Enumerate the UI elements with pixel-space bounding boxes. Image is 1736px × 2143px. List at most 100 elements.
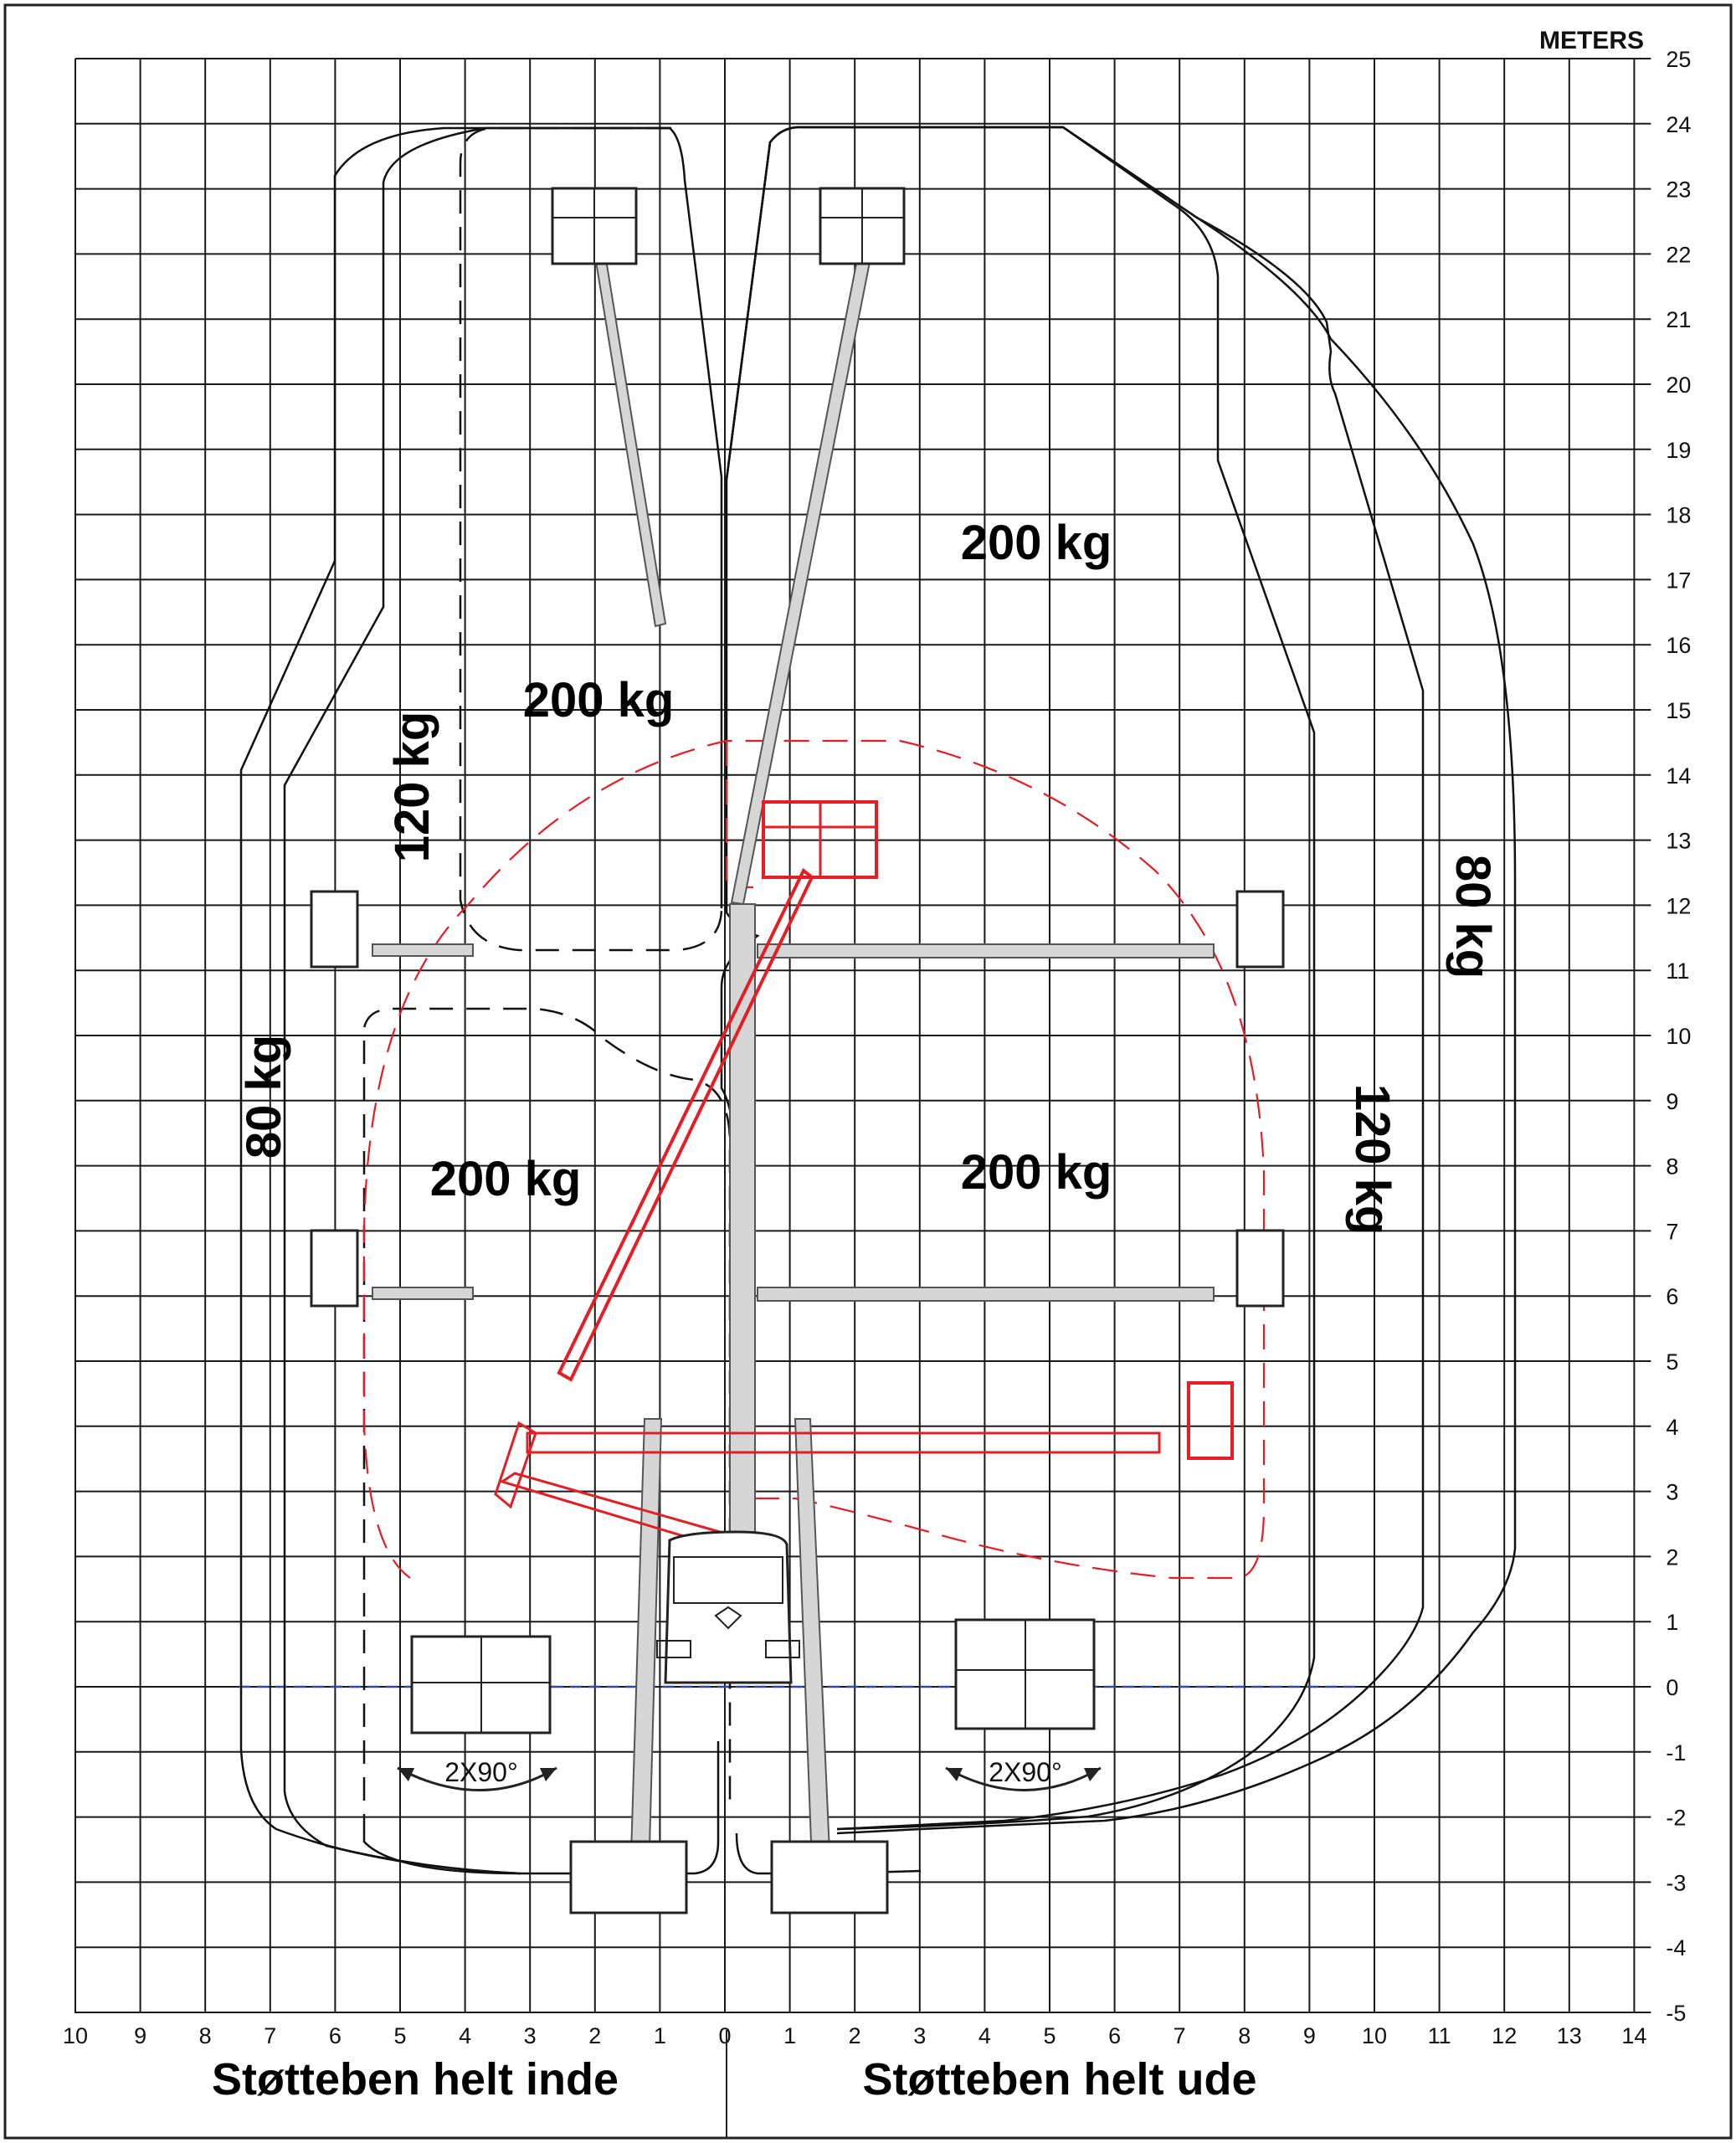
x-tick-label: 1 <box>783 2023 796 2048</box>
boom-horizontal-left-11m <box>372 943 474 957</box>
y-tick-label: 21 <box>1666 307 1691 332</box>
envelope-right-base <box>735 1832 922 1875</box>
grid <box>74 58 1651 2013</box>
rotation-arrow-right-icon <box>945 1766 1102 1791</box>
rotation-label-left: 2X90° <box>444 1757 518 1787</box>
arrowhead-right-a <box>946 1768 963 1781</box>
x-tick-label: 14 <box>1621 2023 1646 2048</box>
basket-right-6m <box>1235 1229 1285 1308</box>
outrigger-left <box>628 1418 663 1909</box>
boom-top-left <box>594 258 667 628</box>
x-tick-label: 10 <box>1362 2023 1387 2048</box>
red-basket-right <box>1187 1381 1234 1460</box>
envelope-left-200kg-upper-edge <box>669 127 723 908</box>
load-label-right-lower: 200 kg <box>961 1145 1112 1200</box>
baskets <box>310 187 1285 1914</box>
x-tick-label: 12 <box>1492 2023 1517 2048</box>
y-tick-label: 14 <box>1666 763 1691 789</box>
x-tick-label: 11 <box>1428 2023 1451 2048</box>
envelope-right-80kg <box>725 126 1517 1835</box>
x-tick-label: 9 <box>1303 2023 1316 2048</box>
y-tick-label: 15 <box>1666 698 1691 723</box>
x-tick-label: 0 <box>718 2023 731 2048</box>
basket-right-11m <box>1235 890 1285 969</box>
y-tick-label: 19 <box>1666 438 1691 463</box>
x-tick-label: 4 <box>978 2023 991 2048</box>
x-tick-label: 3 <box>913 2023 926 2048</box>
envelope-left-200kg-lower <box>362 1007 732 1837</box>
y-tick-label: 0 <box>1666 1675 1678 1700</box>
y-tick-label: 22 <box>1666 242 1691 267</box>
y-tick-label: -1 <box>1666 1740 1686 1765</box>
boom-horizontal-11m <box>757 943 1215 958</box>
red-boom-arm-lower <box>499 1472 722 1546</box>
x-tick-label: 8 <box>1238 2023 1251 2048</box>
y-tick-label: 6 <box>1666 1284 1678 1309</box>
footer-left-label: Støtteben helt inde <box>212 2054 619 2104</box>
x-tick-label: 5 <box>1043 2023 1055 2048</box>
load-label-right-80: 80 kg <box>1446 855 1500 979</box>
x-tick-label: 2 <box>849 2023 861 2048</box>
y-tick-label: 10 <box>1666 1024 1691 1049</box>
y-tick-label: 7 <box>1666 1219 1678 1244</box>
boom-horizontal-left-6m <box>372 1287 474 1300</box>
y-tick-label: 20 <box>1666 373 1691 398</box>
load-label-left-80: 80 kg <box>237 1035 291 1159</box>
y-tick-label: 25 <box>1666 47 1691 72</box>
basket-bottom-left <box>569 1840 688 1914</box>
envelope-left-200kg-lower-base <box>362 1741 720 1875</box>
y-tick-label: -2 <box>1666 1806 1686 1831</box>
load-label-left-upper: 200 kg <box>523 673 675 727</box>
red-boom-horizontal <box>526 1431 1161 1454</box>
x-tick-label: 3 <box>524 2023 537 2048</box>
y-tick-label: 17 <box>1666 568 1691 593</box>
basket-bottom-right <box>770 1840 889 1914</box>
rotation-arrow-left-icon <box>397 1766 557 1791</box>
y-tick-label: 23 <box>1666 177 1691 203</box>
rotation-label-right: 2X90° <box>989 1757 1062 1787</box>
y-tick-label: 12 <box>1666 893 1691 918</box>
red-boom-upper <box>557 867 814 1382</box>
truck-logo-icon <box>714 1606 742 1630</box>
envelope-left-200kg-upper <box>459 126 723 952</box>
red-boom-arm-left <box>494 1421 537 1509</box>
x-tick-label: 9 <box>134 2023 146 2048</box>
diagram-border <box>3 3 1733 2140</box>
unit-label: METERS <box>1539 27 1644 54</box>
basket-left-11m <box>310 890 359 969</box>
y-tick-label: -5 <box>1666 2001 1686 2026</box>
y-axis-ticks: 2524232221201918171615141312111098765432… <box>1666 47 1691 2026</box>
envelope-left-120kg <box>283 126 671 1875</box>
y-tick-label: 8 <box>1666 1154 1678 1179</box>
load-label-right-upper: 200 kg <box>961 516 1112 570</box>
y-tick-label: -3 <box>1666 1870 1686 1895</box>
envelope-left-80kg <box>239 126 671 1875</box>
x-tick-label: 2 <box>588 2023 601 2048</box>
y-tick-label: 11 <box>1666 958 1689 984</box>
x-tick-label: 6 <box>329 2023 342 2048</box>
y-tick-label: 18 <box>1666 503 1691 528</box>
truck <box>656 1530 800 1684</box>
load-label-right-120: 120 kg <box>1345 1084 1400 1236</box>
arrowhead-right-b <box>1084 1768 1101 1781</box>
truck-windshield <box>673 1556 783 1604</box>
red-reach-envelope-inner <box>725 741 754 889</box>
y-tick-label: 9 <box>1666 1089 1678 1114</box>
y-tick-label: 16 <box>1666 633 1691 658</box>
y-tick-label: -4 <box>1666 1935 1686 1961</box>
y-tick-label: 4 <box>1666 1415 1678 1440</box>
x-tick-label: 4 <box>459 2023 471 2048</box>
outrigger-right <box>794 1418 834 1909</box>
y-tick-label: 1 <box>1666 1610 1678 1635</box>
x-tick-label: 7 <box>264 2023 276 2048</box>
envelope-right-120kg <box>725 126 1425 1831</box>
load-label-left-lower: 200 kg <box>430 1152 582 1206</box>
y-tick-label: 13 <box>1666 829 1691 854</box>
arrowhead-left-a <box>398 1768 414 1781</box>
x-tick-label: 6 <box>1108 2023 1121 2048</box>
envelope-right-200kg <box>725 126 1316 1831</box>
boom-horizontal-6m <box>757 1287 1215 1302</box>
y-tick-label: 2 <box>1666 1544 1678 1570</box>
